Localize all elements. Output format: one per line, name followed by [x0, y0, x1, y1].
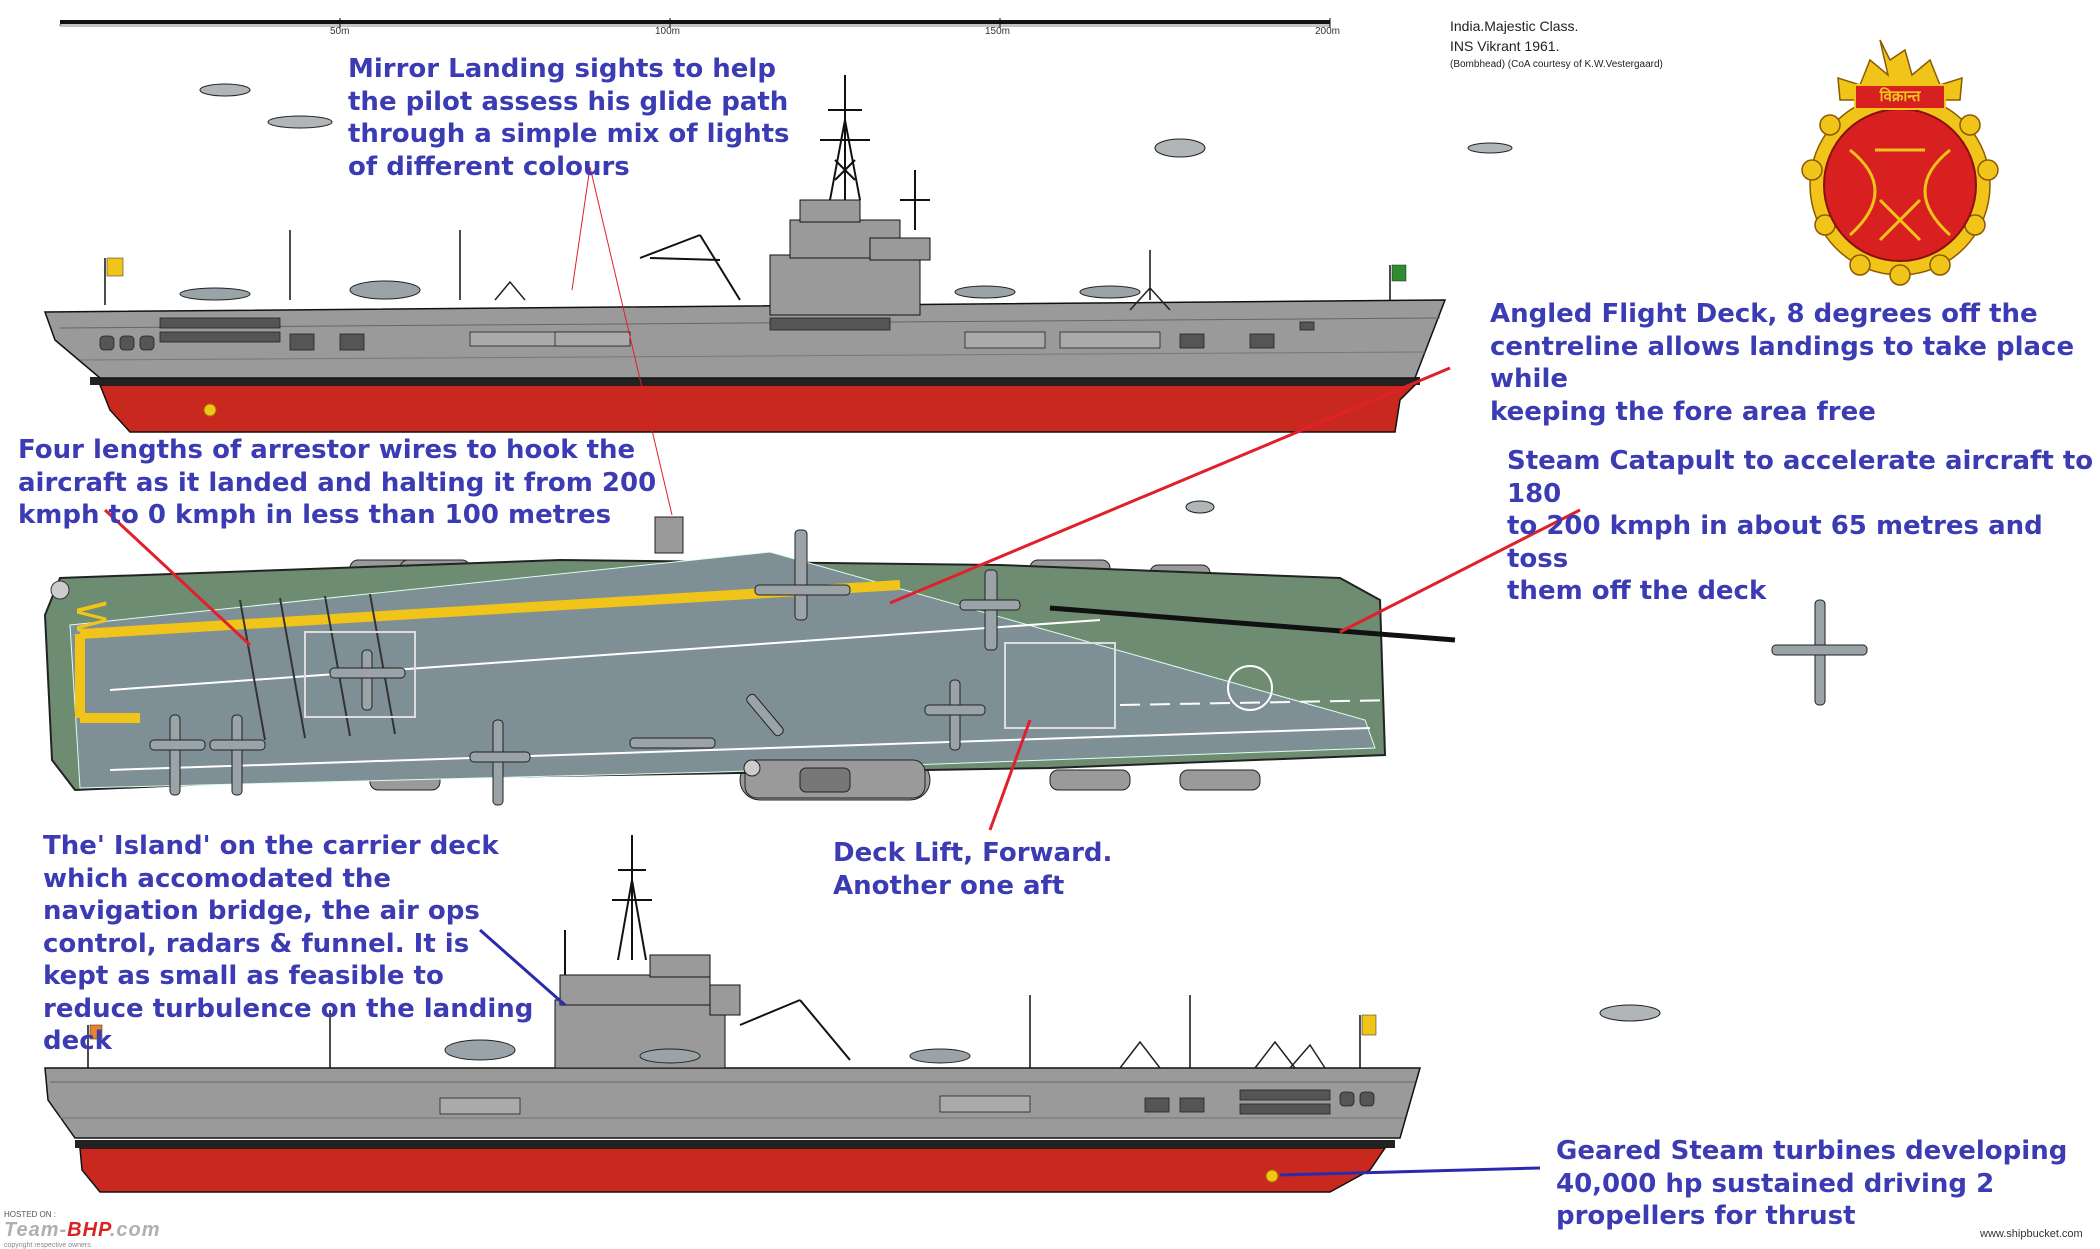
credit-label: (Bombhead) (CoA courtesy of K.W.Vesterga…: [1450, 59, 1663, 70]
scale-bar: [59, 18, 1331, 28]
watermark-copy: copyright respective owners: [4, 1242, 91, 1249]
watermark-brand-b: BHP: [67, 1219, 110, 1241]
annotation-angled-deck: Angled Flight Deck, 8 degrees off the ce…: [1490, 299, 2075, 427]
scale-label-200: 200m: [1315, 26, 1341, 37]
annotation-mirror-landing: Mirror Landing sights to help the pilot …: [348, 54, 790, 182]
flying-aircraft: [199, 83, 1661, 1022]
flying-aircraft-right: [1771, 599, 1868, 706]
plan-view-deck: W: [43, 516, 1456, 806]
watermark: HOSTED ON : Team-BHP.com copyright respe…: [4, 1210, 161, 1249]
side-view-top: [43, 75, 1447, 433]
watermark-brand-c: .com: [109, 1219, 161, 1241]
annotation-steam-catapult: Steam Catapult to accelerate aircraft to…: [1507, 446, 2094, 606]
svg-text:W: W: [67, 600, 113, 640]
scale-label-150: 150m: [985, 26, 1011, 37]
scale-label-50: 50m: [330, 26, 350, 37]
ship-crest: [1801, 39, 1999, 286]
side-view-bottom: [44, 835, 1421, 1193]
ship-class-label: India.Majestic Class.: [1450, 18, 1579, 34]
annotation-island: The' Island' on the carrier deck which a…: [43, 831, 534, 1056]
annotation-deck-lift: Deck Lift, Forward. Another one aft: [833, 838, 1113, 901]
crest-banner-text: विक्रान्त: [1879, 88, 1921, 105]
watermark-brand-a: Team-: [4, 1219, 68, 1241]
source-credit: www.shipbucket.com: [1980, 1228, 2083, 1240]
scale-label-100: 100m: [655, 26, 681, 37]
pointer-lines: [103, 166, 1581, 1177]
ship-name-label: INS Vikrant 1961.: [1450, 38, 1560, 54]
watermark-hosted: HOSTED ON :: [4, 1210, 57, 1219]
annotation-steam-turbines: Geared Steam turbines developing 40,000 …: [1556, 1136, 2068, 1231]
annotation-arrestor-wires: Four lengths of arrestor wires to hook t…: [18, 435, 657, 530]
